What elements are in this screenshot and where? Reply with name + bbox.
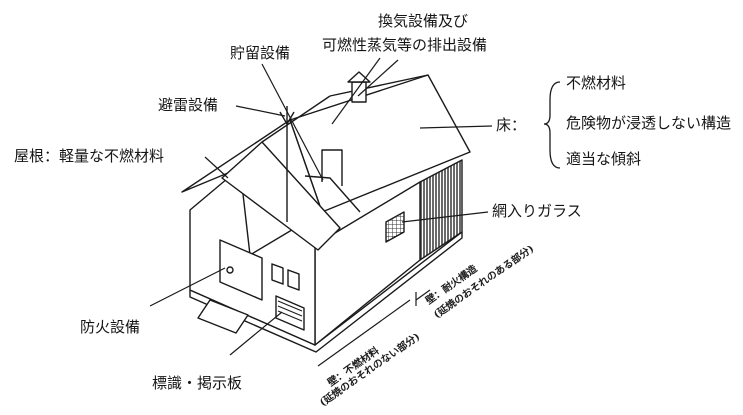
floor-label: 床： xyxy=(496,116,527,134)
sign-board-label: 標識・掲示板 xyxy=(152,374,243,392)
floor-item-1: 不燃材料 xyxy=(566,74,627,92)
exhaust-chimney xyxy=(351,81,367,103)
window-left xyxy=(271,263,284,285)
lightning-label: 避雷設備 xyxy=(158,96,219,114)
ventilation-label-line1: 換気設備及び xyxy=(378,12,469,30)
floor-item-2: 危険物が浸透しない構造 xyxy=(566,114,732,132)
wired-glass-window xyxy=(385,211,405,243)
door-step xyxy=(197,299,249,334)
floor-item-3: 適当な傾斜 xyxy=(566,150,642,168)
floor-bracket xyxy=(543,81,561,169)
roof-label: 屋根：軽量な不燃材料 xyxy=(14,147,165,165)
window-right xyxy=(287,269,300,291)
wing-roof xyxy=(221,141,341,251)
ventilation-label-line2: 可燃性蒸気等の排出設備 xyxy=(322,36,488,54)
wired-glass-label: 網入りガラス xyxy=(492,202,582,220)
fire-equipment-label: 防火設備 xyxy=(80,318,141,336)
vent-louver xyxy=(275,295,305,331)
fire-door xyxy=(219,239,263,301)
storage-pipe xyxy=(321,149,343,186)
storage-label: 貯留設備 xyxy=(230,44,291,62)
fireproof-wall xyxy=(419,159,463,261)
